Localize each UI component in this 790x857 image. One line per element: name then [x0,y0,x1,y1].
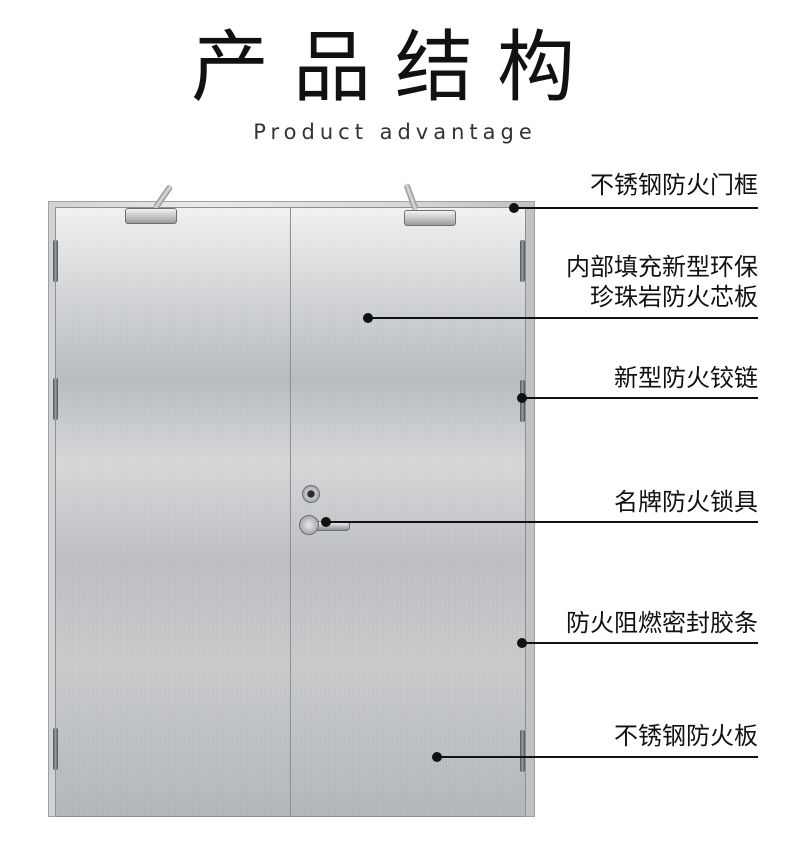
callout-label-core: 内部填充新型环保 珍珠岩防火芯板 [566,253,758,311]
callout-line-panel [437,756,758,758]
lock-cylinder [302,485,320,503]
door-leaf-right [290,207,526,817]
door-closer-left [125,208,177,224]
callout-label-frame: 不锈钢防火门框 [590,171,758,199]
page-title: 产品结构 [190,23,599,113]
callout-dot-lock [321,517,331,527]
callout-line-lock [326,521,758,523]
callout-label-panel: 不锈钢防火板 [614,722,758,750]
callout-dot-hinge [517,393,527,403]
callout-dot-seal [517,638,527,648]
hinge-left-middle [53,378,58,420]
callout-line-seal [522,642,758,644]
page-subtitle: Product advantage [253,120,537,144]
hinge-right-bottom [520,730,525,772]
callout-label-hinge: 新型防火铰链 [614,364,758,392]
callout-label-lock: 名牌防火锁具 [614,488,758,516]
callout-dot-frame [509,203,519,213]
callout-line-hinge [522,397,758,399]
callout-line-core [368,317,758,319]
hinge-left-top [53,240,58,282]
door-closer-right [404,210,456,226]
door-leaf-left [55,207,291,817]
hinge-left-bottom [53,728,58,770]
door-handle-rose [299,515,319,535]
callout-dot-panel [432,752,442,762]
callout-line-frame [514,207,758,209]
hinge-right-top [520,240,525,282]
callout-dot-core [363,313,373,323]
callout-label-seal: 防火阻燃密封胶条 [566,609,758,637]
